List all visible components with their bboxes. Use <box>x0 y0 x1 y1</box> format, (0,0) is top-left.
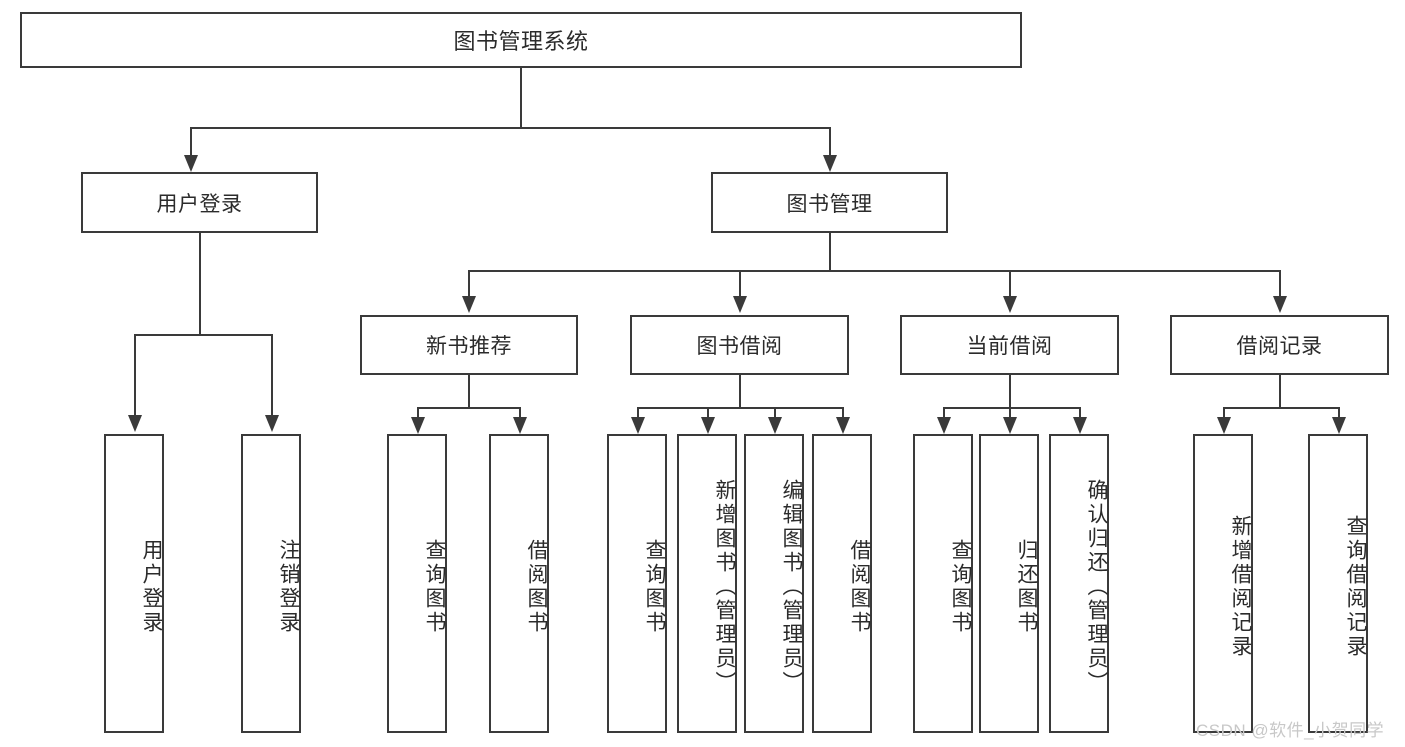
arrow-bm-to-borrow-record <box>1273 296 1287 313</box>
edge-current-borrow-stem <box>1009 375 1011 409</box>
edge-new-book-bar <box>417 407 520 409</box>
edge-user-login-stem <box>199 233 201 335</box>
edge-borrow-record-stem <box>1279 375 1281 409</box>
leaf-edit-book[interactable]: 编辑图书（管理员） <box>744 434 804 733</box>
node-user-login[interactable]: 用户登录 <box>81 172 318 233</box>
csdn-watermark: CSDN @软件_小贺同学 <box>1196 721 1385 740</box>
leaf-user-login[interactable]: 用户登录 <box>104 434 164 733</box>
edge-new-book-to-leaf-2 <box>519 407 521 419</box>
arrow-book-borrow-to-leaf-1 <box>631 417 645 434</box>
arrow-new-book-to-leaf-2 <box>513 417 527 434</box>
leaf-query-record[interactable]: 查询借阅记录 <box>1308 434 1368 733</box>
edge-borrow-record-bar <box>1223 407 1339 409</box>
edge-new-book-stem <box>468 375 470 409</box>
edge-current-borrow-bar <box>943 407 1080 409</box>
edge-current-borrow-to-leaf-2 <box>1009 407 1011 419</box>
arrow-bm-to-book-borrow <box>733 296 747 313</box>
arrow-book-borrow-to-leaf-3 <box>768 417 782 434</box>
edge-book-borrow-to-leaf-1 <box>637 407 639 419</box>
leaf-confirm-return[interactable]: 确认归还（管理员） <box>1049 434 1109 733</box>
edge-root-to-book-management <box>829 127 831 158</box>
edge-bm-to-new-book <box>468 270 470 298</box>
arrow-book-borrow-to-leaf-4 <box>836 417 850 434</box>
arrow-borrow-record-to-leaf-1 <box>1217 417 1231 434</box>
edge-book-management-bar <box>468 270 1280 272</box>
leaf-add-book[interactable]: 新增图书（管理员） <box>677 434 737 733</box>
edge-current-borrow-to-leaf-3 <box>1079 407 1081 419</box>
edge-bm-to-book-borrow <box>739 270 741 298</box>
edge-root-stem <box>520 68 522 128</box>
node-current-borrow[interactable]: 当前借阅 <box>900 315 1119 375</box>
arrow-book-borrow-to-leaf-2 <box>701 417 715 434</box>
node-root-system[interactable]: 图书管理系统 <box>20 12 1022 68</box>
leaf-return-book[interactable]: 归还图书 <box>979 434 1039 733</box>
edge-borrow-record-to-leaf-2 <box>1338 407 1340 419</box>
arrow-root-to-user-login <box>184 155 198 172</box>
edge-user-login-to-leaf-1 <box>134 334 136 417</box>
leaf-logout-login[interactable]: 注销登录 <box>241 434 301 733</box>
edge-book-borrow-to-leaf-2 <box>707 407 709 419</box>
arrow-bm-to-new-book <box>462 296 476 313</box>
edge-borrow-record-to-leaf-1 <box>1223 407 1225 419</box>
edge-user-login-bar <box>134 334 272 336</box>
node-new-book-recommend[interactable]: 新书推荐 <box>360 315 578 375</box>
arrow-current-borrow-to-leaf-3 <box>1073 417 1087 434</box>
node-borrow-record[interactable]: 借阅记录 <box>1170 315 1389 375</box>
arrow-user-login-to-leaf-2 <box>265 415 279 432</box>
leaf-borrow-book-2[interactable]: 借阅图书 <box>812 434 872 733</box>
edge-new-book-to-leaf-1 <box>417 407 419 419</box>
arrow-bm-to-current-borrow <box>1003 296 1017 313</box>
edge-book-borrow-to-leaf-3 <box>774 407 776 419</box>
node-book-management[interactable]: 图书管理 <box>711 172 948 233</box>
edge-bm-to-borrow-record <box>1279 270 1281 298</box>
edge-current-borrow-to-leaf-1 <box>943 407 945 419</box>
arrow-current-borrow-to-leaf-1 <box>937 417 951 434</box>
node-book-borrow[interactable]: 图书借阅 <box>630 315 849 375</box>
edge-book-management-stem <box>829 233 831 271</box>
edge-book-borrow-bar <box>637 407 843 409</box>
leaf-query-book-2[interactable]: 查询图书 <box>607 434 667 733</box>
edge-user-login-to-leaf-2 <box>271 334 273 417</box>
arrow-user-login-to-leaf-1 <box>128 415 142 432</box>
edge-bm-to-current-borrow <box>1009 270 1011 298</box>
leaf-query-book-3[interactable]: 查询图书 <box>913 434 973 733</box>
arrow-current-borrow-to-leaf-2 <box>1003 417 1017 434</box>
edge-root-bar <box>190 127 831 129</box>
leaf-borrow-book-1[interactable]: 借阅图书 <box>489 434 549 733</box>
edge-root-to-user-login <box>190 127 192 158</box>
arrow-borrow-record-to-leaf-2 <box>1332 417 1346 434</box>
leaf-query-book-1[interactable]: 查询图书 <box>387 434 447 733</box>
edge-book-borrow-to-leaf-4 <box>842 407 844 419</box>
leaf-add-record[interactable]: 新增借阅记录 <box>1193 434 1253 733</box>
arrow-root-to-book-management <box>823 155 837 172</box>
arrow-new-book-to-leaf-1 <box>411 417 425 434</box>
edge-book-borrow-stem <box>739 375 741 409</box>
